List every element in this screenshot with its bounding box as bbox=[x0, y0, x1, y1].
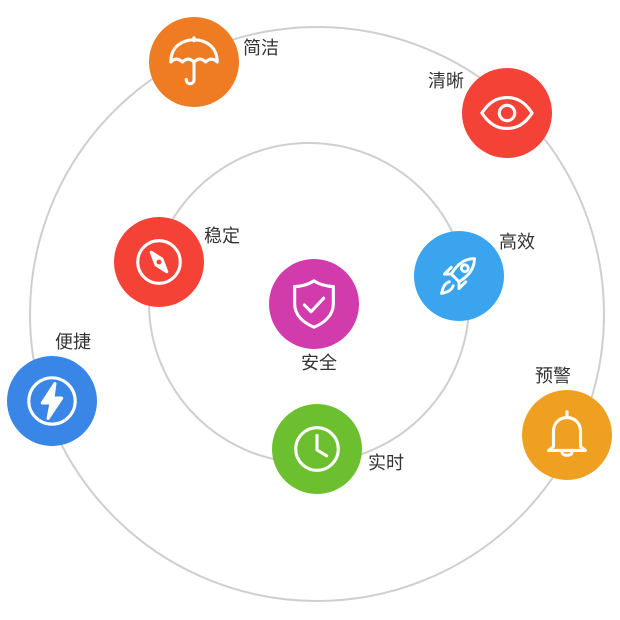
rocket-icon bbox=[440, 257, 476, 295]
node-bianjie bbox=[7, 356, 97, 446]
node-gaoxiao bbox=[414, 231, 504, 321]
label-jianjie: 简洁 bbox=[243, 38, 279, 59]
label-qingxi: 清晰 bbox=[428, 71, 464, 92]
outer-ring bbox=[29, 26, 605, 602]
bell-icon bbox=[547, 410, 587, 457]
clock-icon bbox=[294, 426, 340, 472]
label-shishi: 实时 bbox=[368, 453, 404, 474]
shield-check-icon bbox=[293, 279, 335, 329]
label-wending: 稳定 bbox=[204, 226, 240, 247]
node-shishi bbox=[272, 404, 362, 494]
label-gaoxiao: 高效 bbox=[499, 232, 535, 253]
node-yujing bbox=[522, 390, 612, 480]
eye-icon bbox=[480, 95, 534, 131]
umbrella-icon bbox=[169, 36, 219, 86]
node-qingxi bbox=[462, 68, 552, 158]
node-jianjie bbox=[149, 17, 239, 107]
label-anquan: 安全 bbox=[301, 353, 337, 374]
label-bianjie: 便捷 bbox=[55, 332, 91, 353]
node-anquan bbox=[269, 259, 359, 349]
lightning-icon bbox=[27, 376, 77, 426]
node-wending bbox=[114, 217, 204, 307]
label-yujing: 预警 bbox=[535, 366, 571, 387]
compass-icon bbox=[136, 239, 182, 285]
